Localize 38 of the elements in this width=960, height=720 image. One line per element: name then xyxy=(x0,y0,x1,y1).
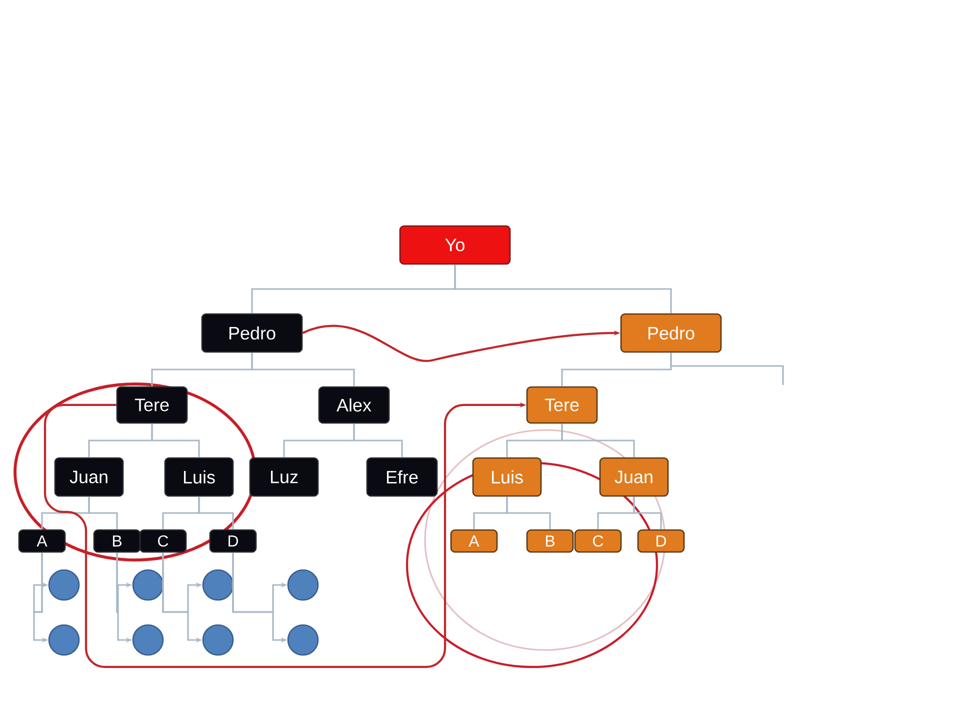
name-box: A xyxy=(450,529,498,553)
name-box: Luis xyxy=(472,457,542,497)
name-box: B xyxy=(526,529,574,553)
connector-line xyxy=(506,496,551,530)
name-box: Tere xyxy=(526,386,598,424)
circle xyxy=(202,569,234,601)
connector-line xyxy=(454,264,672,314)
connector-line xyxy=(353,424,403,458)
circle xyxy=(48,569,80,601)
connector-line xyxy=(670,352,784,385)
name-box: Luis xyxy=(164,457,234,497)
circle xyxy=(132,569,164,601)
name-box: Tere xyxy=(116,386,188,424)
name-box: Luz xyxy=(249,457,319,497)
circle xyxy=(48,624,80,656)
connector-line xyxy=(561,424,635,458)
connector-line xyxy=(151,424,200,458)
connector-line xyxy=(633,496,662,530)
name-box: Pedro xyxy=(620,313,722,353)
name-box: Alex xyxy=(318,386,390,424)
name-box: Yo xyxy=(399,225,511,265)
name-box: D xyxy=(209,529,257,553)
name-box: Efre xyxy=(366,457,438,497)
connector-line xyxy=(88,496,118,530)
circle xyxy=(287,624,319,656)
name-box: Pedro xyxy=(201,313,303,353)
circle xyxy=(202,624,234,656)
name-box: A xyxy=(18,529,66,553)
name-box: B xyxy=(93,529,141,553)
name-box: D xyxy=(637,529,685,553)
connector-line xyxy=(198,496,234,530)
circle xyxy=(287,569,319,601)
connector-line xyxy=(251,352,355,386)
circle xyxy=(132,624,164,656)
name-box: C xyxy=(139,529,187,553)
name-box: Juan xyxy=(599,457,669,497)
name-box: C xyxy=(574,529,622,553)
name-box: Juan xyxy=(54,457,124,497)
